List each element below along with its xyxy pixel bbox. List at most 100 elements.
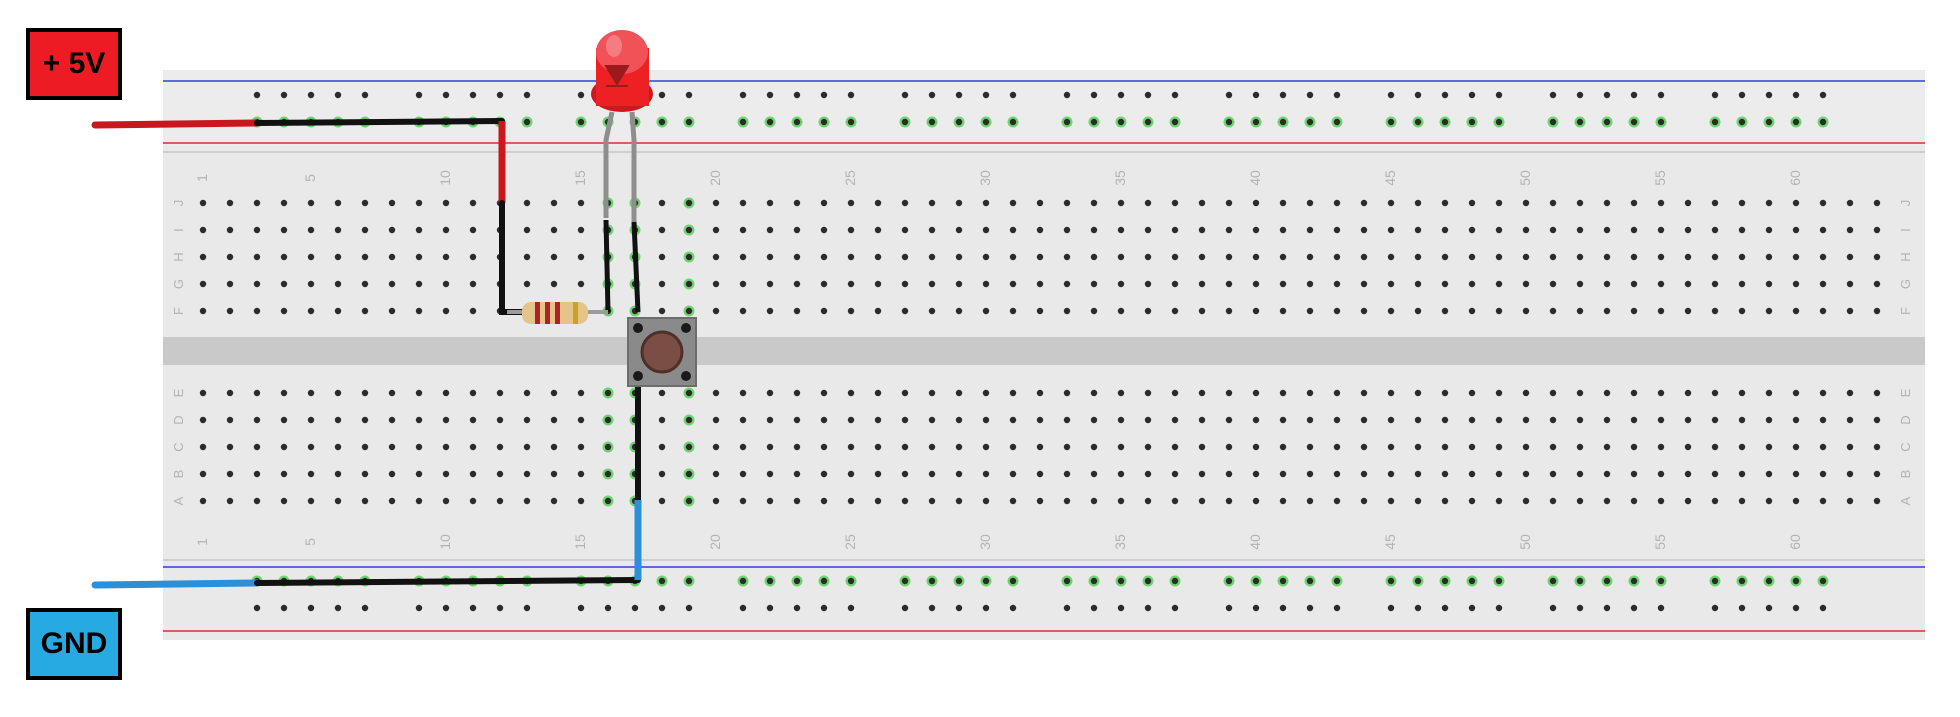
breadboard-hole xyxy=(1657,416,1665,424)
breadboard-hole xyxy=(1387,470,1395,478)
breadboard-hole xyxy=(1630,253,1638,261)
power-rail-hole xyxy=(1387,91,1395,99)
column-number-label: 50 xyxy=(1517,534,1533,550)
breadboard-hole xyxy=(1684,497,1692,505)
breadboard-hole xyxy=(1198,389,1206,397)
breadboard-hole xyxy=(226,253,234,261)
breadboard-hole xyxy=(1387,416,1395,424)
breadboard-hole xyxy=(1873,416,1881,424)
power-rail-hole xyxy=(1603,91,1611,99)
power-rail-hole xyxy=(928,577,936,585)
breadboard-hole xyxy=(1549,470,1557,478)
breadboard-hole xyxy=(361,497,369,505)
breadboard-hole xyxy=(388,199,396,207)
breadboard-hole xyxy=(793,199,801,207)
breadboard-hole xyxy=(982,280,990,288)
breadboard-hole xyxy=(1495,226,1503,234)
breadboard-hole xyxy=(1468,199,1476,207)
row-letter-label: B xyxy=(171,470,186,479)
breadboard-hole xyxy=(685,226,693,234)
breadboard-hole xyxy=(1657,443,1665,451)
power-rail-hole xyxy=(280,604,288,612)
breadboard-hole xyxy=(928,443,936,451)
breadboard-hole xyxy=(550,253,558,261)
breadboard-hole xyxy=(1198,416,1206,424)
breadboard-hole xyxy=(1738,389,1746,397)
power-rail-hole xyxy=(1468,91,1476,99)
breadboard-hole xyxy=(1387,389,1395,397)
breadboard-hole xyxy=(1846,253,1854,261)
breadboard-hole xyxy=(658,307,666,315)
breadboard-hole xyxy=(1063,226,1071,234)
breadboard-hole xyxy=(1873,253,1881,261)
power-rail-hole xyxy=(847,91,855,99)
breadboard-hole xyxy=(1603,470,1611,478)
breadboard-hole xyxy=(1873,470,1881,478)
breadboard-hole xyxy=(1468,226,1476,234)
power-rail-hole xyxy=(1630,91,1638,99)
breadboard-hole xyxy=(874,199,882,207)
breadboard-hole xyxy=(928,199,936,207)
power-rail-hole xyxy=(1225,91,1233,99)
row-letter-label: I xyxy=(1898,228,1913,232)
breadboard-hole xyxy=(1684,389,1692,397)
breadboard-hole xyxy=(1738,253,1746,261)
breadboard-hole xyxy=(523,389,531,397)
breadboard-hole xyxy=(1495,307,1503,315)
row-letter-label: J xyxy=(1898,200,1913,207)
power-rail-hole xyxy=(658,118,666,126)
breadboard-hole xyxy=(415,226,423,234)
column-number-label: 10 xyxy=(437,170,453,186)
row-letter-label: A xyxy=(171,496,186,505)
power-rail-hole xyxy=(1333,577,1341,585)
breadboard-hole xyxy=(1387,199,1395,207)
breadboard-hole xyxy=(712,389,720,397)
breadboard-hole xyxy=(739,253,747,261)
breadboard-hole xyxy=(1468,307,1476,315)
breadboard-hole xyxy=(1117,280,1125,288)
breadboard-hole xyxy=(334,443,342,451)
column-number-label: 10 xyxy=(437,534,453,550)
breadboard-hole xyxy=(1090,280,1098,288)
breadboard-hole xyxy=(982,199,990,207)
power-rail-hole xyxy=(1144,577,1152,585)
power-rail-hole xyxy=(928,604,936,612)
breadboard-hole xyxy=(1198,307,1206,315)
breadboard-hole xyxy=(793,443,801,451)
breadboard-hole xyxy=(820,307,828,315)
breadboard-hole xyxy=(766,199,774,207)
resistor-band-2 xyxy=(545,302,550,324)
breadboard-hole xyxy=(307,280,315,288)
breadboard-hole xyxy=(1036,253,1044,261)
column-number-label: 45 xyxy=(1382,170,1398,186)
power-rail-hole xyxy=(847,118,855,126)
pushbutton-pin xyxy=(681,371,691,381)
breadboard-hole xyxy=(1765,389,1773,397)
breadboard-hole xyxy=(253,497,261,505)
power-rail-hole xyxy=(1468,118,1476,126)
breadboard-hole xyxy=(1333,199,1341,207)
row-letter-label: D xyxy=(171,415,186,424)
power-rail-hole xyxy=(1711,91,1719,99)
breadboard-hole xyxy=(1603,280,1611,288)
breadboard-hole xyxy=(226,226,234,234)
breadboard-hole xyxy=(1792,307,1800,315)
power-rail-hole xyxy=(307,91,315,99)
breadboard-hole xyxy=(253,470,261,478)
breadboard-hole xyxy=(280,470,288,478)
breadboard-hole xyxy=(1630,470,1638,478)
breadboard-hole xyxy=(1036,199,1044,207)
breadboard-hole xyxy=(1117,389,1125,397)
breadboard-hole xyxy=(1279,199,1287,207)
breadboard-hole xyxy=(577,497,585,505)
breadboard-hole xyxy=(280,497,288,505)
breadboard-hole xyxy=(1009,253,1017,261)
breadboard-hole xyxy=(1549,497,1557,505)
breadboard-hole xyxy=(442,443,450,451)
breadboard-hole xyxy=(577,199,585,207)
breadboard-hole xyxy=(1495,389,1503,397)
column-number-label: 55 xyxy=(1652,534,1668,550)
breadboard-hole xyxy=(1522,443,1530,451)
pushbutton-pin xyxy=(633,371,643,381)
power-rail-hole xyxy=(1495,604,1503,612)
